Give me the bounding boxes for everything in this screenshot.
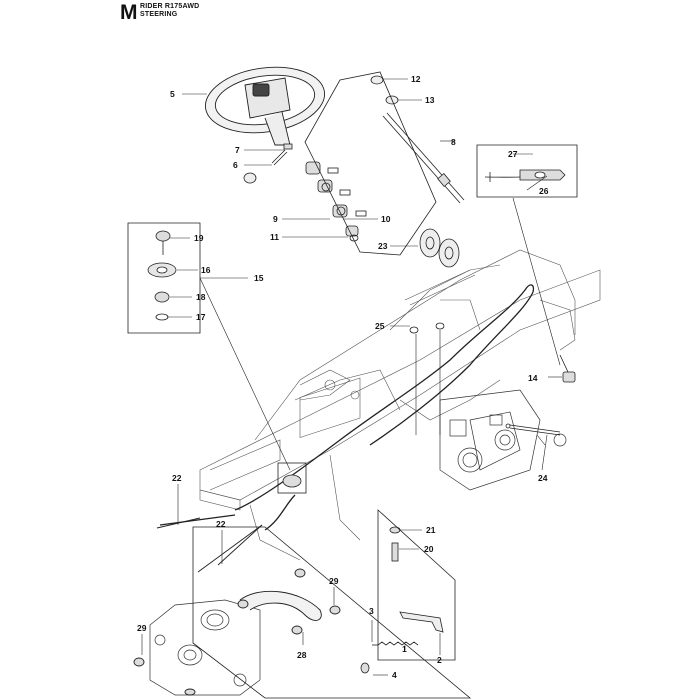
column-bushings <box>305 161 367 242</box>
section-title: STEERING <box>140 11 178 18</box>
frame-chassis <box>199 249 601 561</box>
callout-4: 4 <box>392 670 397 680</box>
callout-19: 19 <box>194 233 204 243</box>
callout-6: 6 <box>233 160 238 170</box>
pulley-inset-parts <box>147 230 302 488</box>
callout-27: 27 <box>508 149 518 159</box>
callout-15: 15 <box>254 273 264 283</box>
callout-12: 12 <box>411 74 421 84</box>
callout-7: 7 <box>235 145 240 155</box>
callout-1: 1 <box>402 644 407 654</box>
leader-lines <box>141 78 562 676</box>
bracket-28 <box>133 568 341 696</box>
callout-8: 8 <box>451 137 456 147</box>
model-title: RIDER R175AWD <box>140 3 200 10</box>
steering-wheel <box>204 66 326 146</box>
callout-17: 17 <box>196 312 206 322</box>
pulleys <box>409 228 460 334</box>
callout-9: 9 <box>273 214 278 224</box>
transmission-housing <box>439 389 567 491</box>
rod-24 <box>505 423 561 436</box>
callout-20: 20 <box>424 544 434 554</box>
callout-labels: 1 2 3 4 5 6 7 8 9 10 11 12 13 14 15 16 1… <box>137 74 549 680</box>
callout-23: 23 <box>378 241 388 251</box>
bolt-and-cap <box>243 143 293 184</box>
steering-shaft <box>370 75 465 204</box>
callout-2: 2 <box>437 655 442 665</box>
bolt-14 <box>559 354 576 383</box>
callout-11: 11 <box>270 232 279 242</box>
callout-26: 26 <box>539 186 549 196</box>
callout-29a: 29 <box>137 623 147 633</box>
callout-25: 25 <box>375 321 385 331</box>
callout-14: 14 <box>528 373 538 383</box>
spring-plate-bolts <box>360 526 444 674</box>
callout-22b: 22 <box>216 519 226 529</box>
callout-24: 24 <box>538 473 548 483</box>
callout-3: 3 <box>369 606 374 616</box>
callout-18: 18 <box>196 292 206 302</box>
callout-21: 21 <box>426 525 436 535</box>
callout-5: 5 <box>170 89 175 99</box>
steering-cable <box>159 284 535 531</box>
callout-29b: 29 <box>329 576 339 586</box>
callout-16: 16 <box>201 265 211 275</box>
inset-boxes <box>127 71 578 699</box>
callout-10: 10 <box>381 214 391 224</box>
callout-13: 13 <box>425 95 435 105</box>
front-axle-housing <box>149 599 261 696</box>
cable-ends-22 <box>156 517 263 573</box>
cable-end-inset-parts <box>484 169 566 182</box>
section-letter: M <box>120 1 138 24</box>
callout-28: 28 <box>297 650 307 660</box>
callout-22a: 22 <box>172 473 182 483</box>
